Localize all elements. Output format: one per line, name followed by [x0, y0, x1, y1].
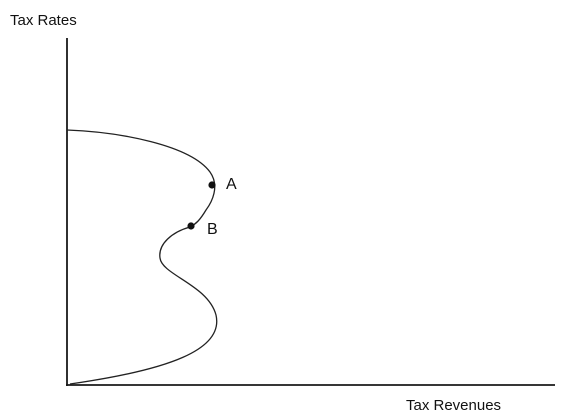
point-b-label: B	[207, 221, 218, 238]
point-a-marker	[208, 181, 216, 189]
tax-curve	[66, 129, 218, 385]
point-b-marker	[187, 222, 195, 230]
x-axis-label: Tax Revenues	[406, 397, 501, 413]
y-axis-label: Tax Rates	[10, 12, 77, 29]
point-a-label: A	[226, 176, 237, 193]
